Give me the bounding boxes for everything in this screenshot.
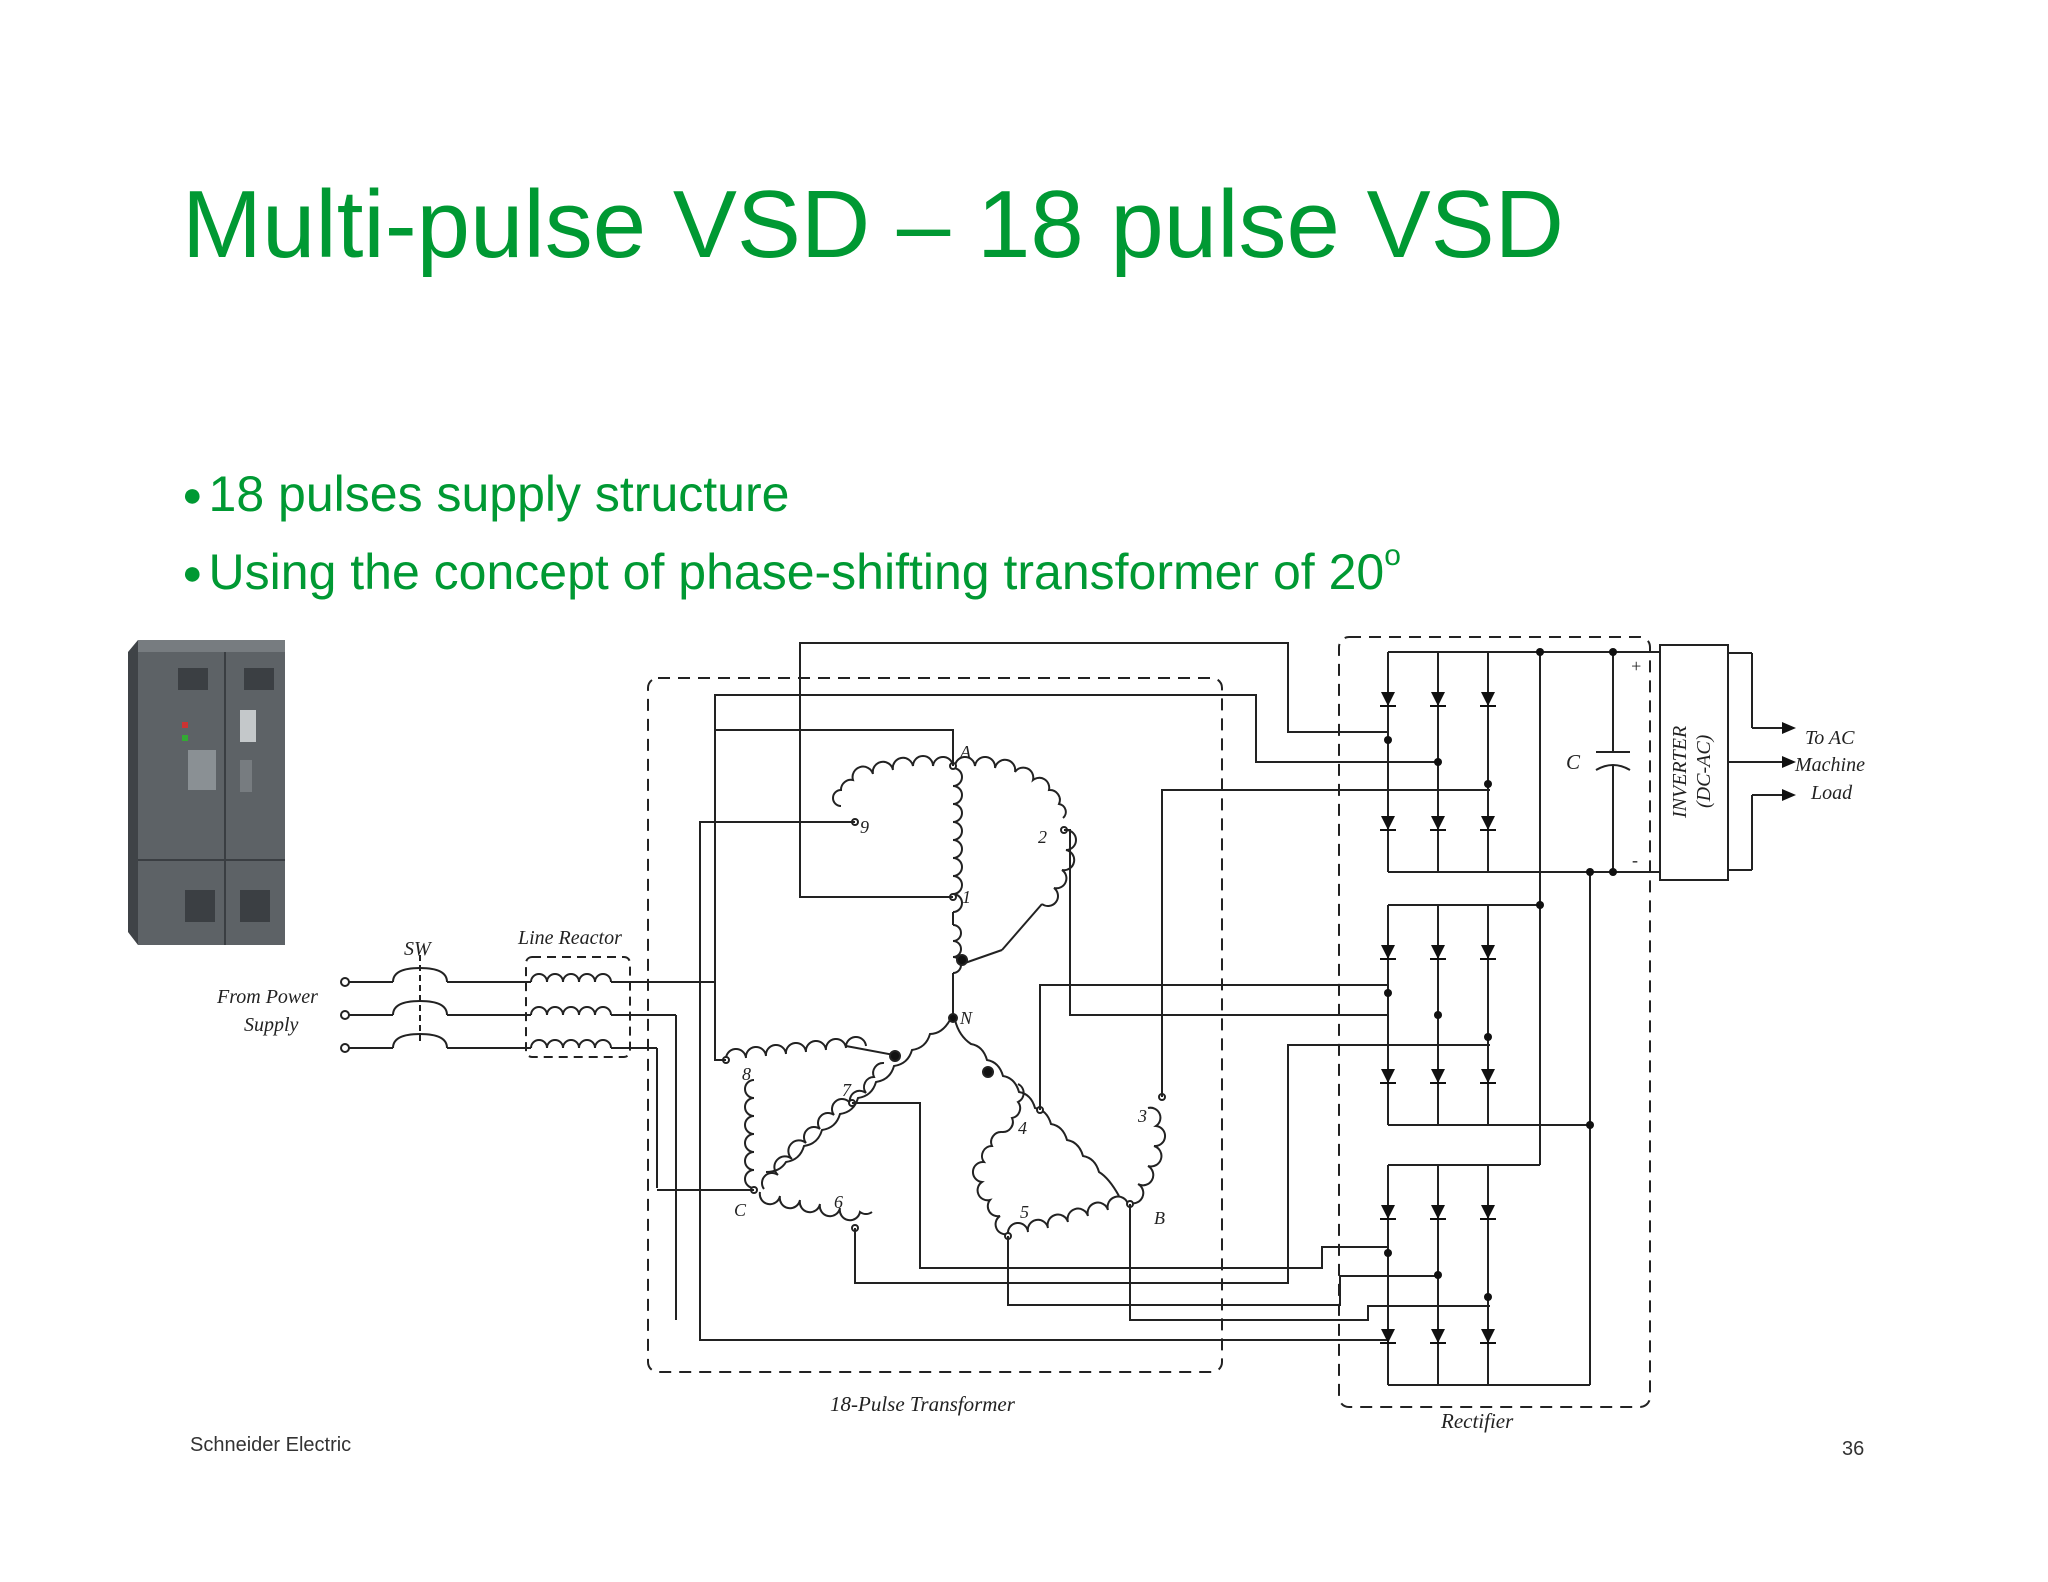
label-supply: Supply <box>244 1014 299 1036</box>
label-tap-3: 3 <box>1137 1106 1147 1126</box>
label-inverter-type: (DC-AC) <box>1693 734 1715 808</box>
label-tap-9: 9 <box>860 817 869 837</box>
page-number: 36 <box>1842 1438 1865 1460</box>
dc-link <box>1488 644 1782 1386</box>
arrow-right-icon <box>1782 722 1796 734</box>
label-from-power: From Power <box>216 986 318 1008</box>
label-plus: + <box>1630 656 1642 676</box>
label-node-b: B <box>1154 1208 1165 1228</box>
label-tap-8: 8 <box>742 1064 751 1084</box>
label-node-a: A <box>959 742 972 762</box>
phase-shifting-transformer <box>722 755 1166 1240</box>
label-node-c: C <box>734 1200 747 1220</box>
dc-junction-dots <box>1536 648 1796 1129</box>
arrow-right-icon <box>1782 789 1796 801</box>
label-node-n: N <box>959 1008 973 1028</box>
label-to-ac: To AC <box>1805 727 1855 749</box>
footer-company: Schneider Electric <box>190 1434 352 1456</box>
label-tap-1: 1 <box>962 887 971 907</box>
label-capacitor: C <box>1566 750 1581 774</box>
bullet-text: 18 pulses supply structure <box>208 466 790 522</box>
rectifier-boundary <box>1338 636 1651 1408</box>
degree-superscript: o <box>1384 539 1401 572</box>
vsd-cabinet-image <box>128 640 285 945</box>
label-line-reactor: Line Reactor <box>517 927 622 949</box>
label-inverter: INVERTER <box>1669 726 1691 819</box>
line-reactor-boundary <box>525 956 631 1058</box>
label-tap-5: 5 <box>1020 1202 1029 1222</box>
bullet-text: Using the concept of phase-shifting tran… <box>208 544 1385 600</box>
page-title: Multi-pulse VSD – 18 pulse VSD <box>182 171 1564 278</box>
transformer-boundary <box>647 677 1223 1373</box>
bullet-item: ●Using the concept of phase-shifting tra… <box>182 533 1401 611</box>
label-tap-4: 4 <box>1018 1118 1027 1138</box>
label-rectifier: Rectifier <box>1440 1409 1514 1433</box>
bullet-list: ●18 pulses supply structure ●Using the c… <box>182 455 1401 611</box>
label-switch: SW <box>404 938 433 960</box>
label-tap-7: 7 <box>842 1080 852 1100</box>
label-load: Load <box>1810 782 1853 804</box>
label-machine: Machine <box>1794 754 1865 776</box>
bullet-dot-icon: ● <box>182 476 203 514</box>
interconnect-wiring <box>657 642 1490 1341</box>
arrow-right-icon <box>1782 756 1796 768</box>
bullet-item: ●18 pulses supply structure <box>182 455 1401 533</box>
bullet-dot-icon: ● <box>182 554 203 592</box>
label-transformer: 18-Pulse Transformer <box>830 1392 1016 1416</box>
label-tap-6: 6 <box>834 1192 843 1212</box>
supply-section <box>340 730 716 1320</box>
label-minus: - <box>1632 850 1638 870</box>
label-tap-2: 2 <box>1038 827 1047 847</box>
